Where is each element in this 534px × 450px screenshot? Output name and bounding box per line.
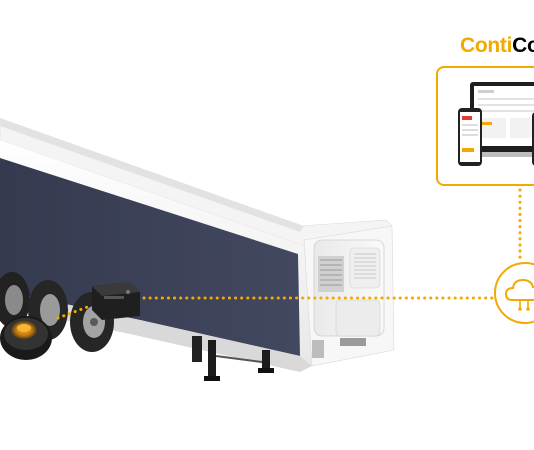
- brand-name-highlight: Conti: [460, 34, 513, 57]
- trailer: [0, 118, 395, 381]
- cloud-ring: [494, 262, 534, 324]
- cloud-icon: [504, 278, 534, 311]
- phone-icon: [458, 108, 482, 166]
- rear-latch: [312, 340, 324, 358]
- brand-name-rest: Co: [512, 34, 534, 57]
- portal-panel: [436, 66, 534, 186]
- landing-gear: [192, 336, 274, 381]
- tire-sensor-icon: [0, 316, 52, 360]
- devices-illustration: [458, 82, 534, 166]
- trailer-side-panel: [0, 158, 300, 356]
- connection-lines: [56, 188, 522, 320]
- laptop-icon: [464, 82, 534, 157]
- brand-title: ContiCo: [460, 34, 534, 58]
- sensor-to-gateway-line: [56, 304, 92, 320]
- trailer-top-edge: [0, 118, 304, 232]
- reefer-unit: [313, 239, 385, 346]
- telematics-gateway-icon: [92, 282, 140, 320]
